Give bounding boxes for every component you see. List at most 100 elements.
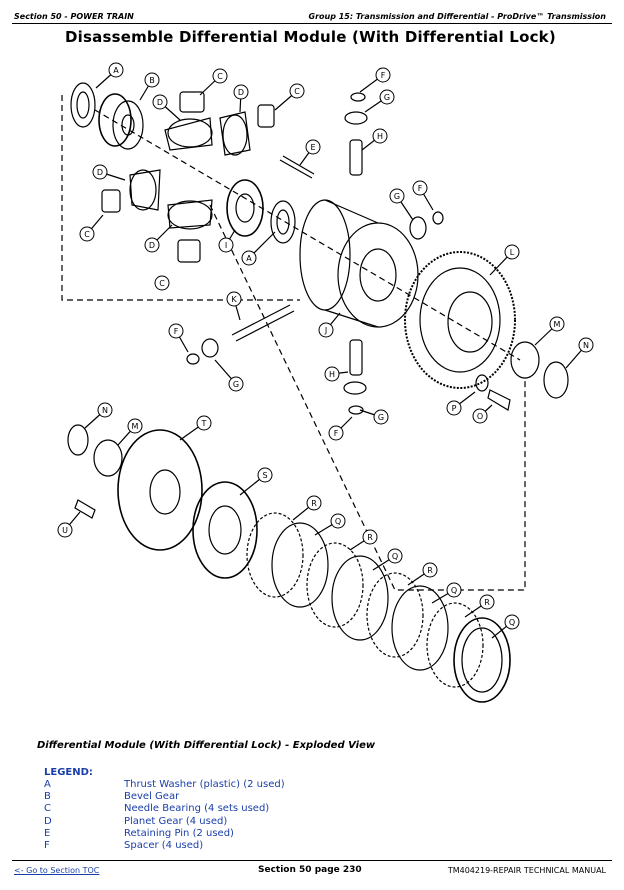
svg-text:D: D	[238, 88, 244, 97]
svg-text:I: I	[225, 241, 227, 250]
svg-text:O: O	[477, 412, 483, 421]
callout-d: D	[233, 84, 249, 100]
callout-d: D	[144, 237, 160, 253]
svg-text:C: C	[217, 72, 223, 81]
callout-c: C	[79, 226, 95, 242]
callout-f: F	[375, 67, 391, 83]
legend-text: Planet Gear (4 used)	[124, 815, 228, 827]
callout-t: T	[196, 415, 212, 431]
figure-caption: Differential Module (With Differential L…	[37, 740, 376, 751]
callout-b: B	[144, 72, 160, 88]
manual-id: TM404219-REPAIR TECHNICAL MANUAL	[447, 866, 606, 875]
legend-text: Thrust Washer (plastic) (2 used)	[124, 779, 285, 790]
svg-text:Q: Q	[335, 517, 341, 526]
svg-text:N: N	[583, 341, 589, 350]
svg-text:D: D	[157, 98, 163, 107]
svg-text:Q: Q	[451, 586, 457, 595]
svg-text:U: U	[62, 526, 68, 535]
callout-g: G	[373, 409, 389, 425]
page-number: Section 50 page 230	[258, 865, 362, 875]
callout-q: Q	[387, 548, 403, 564]
callout-e: E	[305, 139, 321, 155]
callout-f: F	[328, 425, 344, 441]
legend-item: A Thrust Washer (plastic) (2 used)	[44, 779, 344, 791]
callout-f: F	[412, 180, 428, 196]
legend-text: Needle Bearing (4 sets used)	[124, 803, 270, 815]
svg-text:T: T	[201, 419, 207, 428]
legend-item: C Needle Bearing (4 sets used)	[44, 803, 344, 815]
legend-text: Spacer (4 used)	[124, 839, 204, 851]
svg-text:M: M	[132, 422, 139, 431]
header-rule	[12, 23, 612, 24]
legend-text: Bevel Gear	[124, 791, 180, 803]
legend-key: B	[44, 791, 51, 803]
legend-key: A	[44, 779, 51, 790]
callout-i: I	[218, 237, 234, 253]
legend-key: C	[44, 803, 51, 815]
svg-text:C: C	[84, 230, 90, 239]
callout-q: Q	[330, 513, 346, 529]
svg-text:R: R	[367, 533, 373, 542]
callout-a: A	[241, 250, 257, 266]
callout-q: Q	[446, 582, 462, 598]
svg-text:P: P	[452, 404, 457, 413]
callout-m: M	[549, 316, 565, 332]
header-group: Group 15: Transmission and Differential …	[308, 12, 607, 21]
svg-text:H: H	[329, 370, 335, 379]
callout-g: G	[389, 188, 405, 204]
svg-text:C: C	[159, 279, 165, 288]
svg-text:R: R	[311, 499, 317, 508]
callout-f: F	[168, 323, 184, 339]
svg-text:G: G	[233, 380, 239, 389]
legend-list: A Thrust Washer (plastic) (2 used) B Bevel…	[44, 779, 344, 852]
svg-text:F: F	[418, 184, 423, 193]
callout-c: C	[212, 68, 228, 84]
svg-text:D: D	[149, 241, 155, 250]
callout-g: G	[228, 376, 244, 392]
legend-key: F	[44, 839, 50, 851]
toc-link[interactable]: <- Go to Section TOC	[14, 866, 100, 875]
callout-r: R	[362, 529, 378, 545]
svg-text:Q: Q	[509, 618, 515, 627]
page-title: Disassemble Differential Module (With Di…	[65, 28, 556, 46]
callout-l: L	[504, 244, 520, 260]
callout-g: G	[379, 89, 395, 105]
callout-o: O	[472, 408, 488, 424]
svg-text:G: G	[384, 93, 390, 102]
callout-k: K	[226, 291, 242, 307]
legend-key: D	[44, 815, 52, 827]
footer-rule	[12, 860, 612, 861]
callout-p: P	[446, 400, 462, 416]
callout-u: U	[57, 522, 73, 538]
svg-text:D: D	[97, 168, 103, 177]
svg-text:F: F	[381, 71, 386, 80]
svg-text:G: G	[394, 192, 400, 201]
callout-h: H	[372, 128, 388, 144]
callout-r: R	[422, 562, 438, 578]
svg-text:F: F	[174, 327, 179, 336]
callout-m: M	[127, 418, 143, 434]
callout-q: Q	[504, 614, 520, 630]
svg-text:H: H	[377, 132, 383, 141]
svg-text:A: A	[246, 254, 252, 263]
callout-n: N	[578, 337, 594, 353]
legend-item: B Bevel Gear	[44, 791, 344, 803]
svg-text:E: E	[310, 143, 315, 152]
svg-text:L: L	[510, 248, 515, 257]
svg-text:C: C	[294, 87, 300, 96]
callout-d: D	[92, 164, 108, 180]
callout-r: R	[306, 495, 322, 511]
svg-text:J: J	[324, 326, 327, 335]
legend-key: E	[44, 827, 51, 839]
callout-d: D	[152, 94, 168, 110]
callout-s: S	[257, 467, 273, 483]
svg-text:N: N	[102, 406, 108, 415]
callout-r: R	[479, 594, 495, 610]
callout-j: J	[318, 322, 334, 338]
svg-text:G: G	[378, 413, 384, 422]
svg-text:R: R	[427, 566, 433, 575]
svg-text:M: M	[554, 320, 561, 329]
svg-text:K: K	[231, 295, 237, 304]
legend-heading: LEGEND:	[44, 767, 93, 778]
